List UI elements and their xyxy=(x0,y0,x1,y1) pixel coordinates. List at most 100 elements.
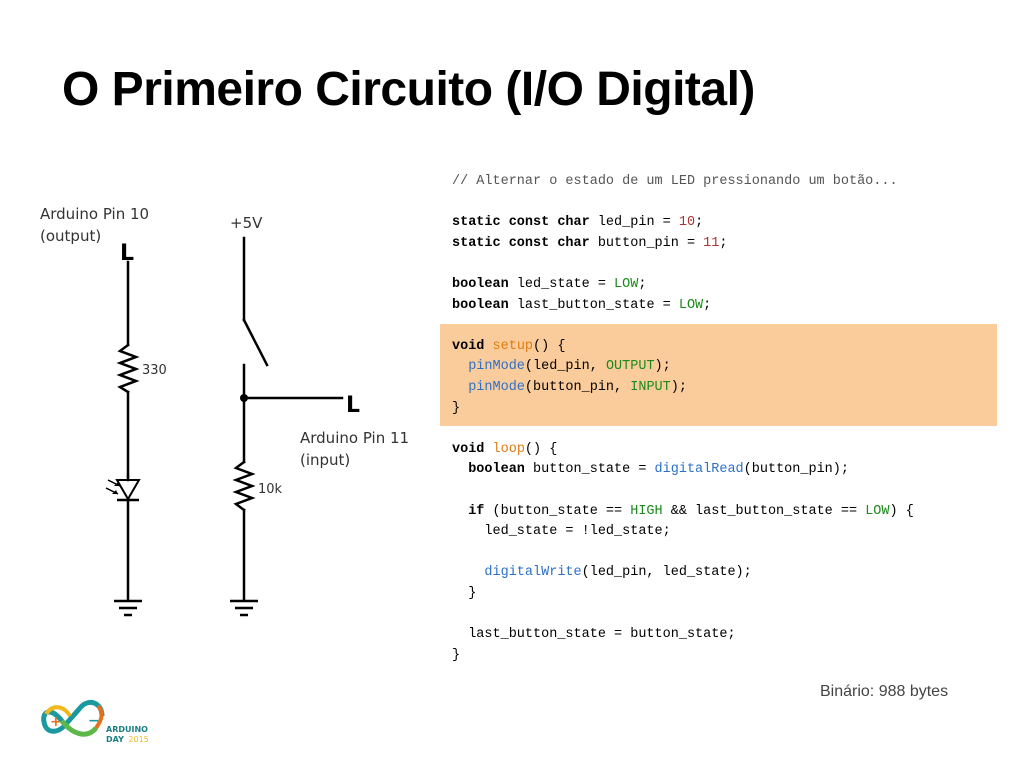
code-token: boolean xyxy=(468,462,525,478)
level-left-label: L xyxy=(120,241,134,266)
label-r2: 10k xyxy=(258,482,283,497)
svg-text:DAY 2015: DAY 2015 xyxy=(106,735,149,744)
code-token xyxy=(452,462,468,477)
code-token: LOW xyxy=(865,503,890,519)
code-token: last_button_state = button_state; xyxy=(452,627,736,643)
code-token: led_state = xyxy=(508,276,615,292)
code-token: ; xyxy=(638,276,647,292)
code-token: void xyxy=(452,441,485,457)
code-token: pinMode xyxy=(468,359,525,375)
code-block: // Alternar o estado de um LED pressiona… xyxy=(452,172,914,666)
code-line: led_state = !led_state; xyxy=(452,522,914,543)
code-token: 11 xyxy=(703,235,720,251)
code-line: } xyxy=(452,646,914,667)
switch-lever xyxy=(242,318,269,367)
code-token: led_state = !led_state; xyxy=(452,524,671,540)
label-input: (input) xyxy=(300,451,350,469)
code-line: void loop() { xyxy=(452,440,914,461)
code-token: last_button_state = xyxy=(508,297,679,313)
code-token xyxy=(452,359,468,374)
svg-text:−: − xyxy=(88,713,100,729)
slide-title: O Primeiro Circuito (I/O Digital) xyxy=(62,63,755,116)
code-token: button_pin = xyxy=(589,235,704,251)
code-line: if (button_state == HIGH && last_button_… xyxy=(452,502,914,523)
code-token: HIGH xyxy=(630,503,663,519)
code-token xyxy=(452,565,484,580)
logo-text-year: 2015 xyxy=(128,735,148,744)
binary-size-label: Binário: 988 bytes xyxy=(820,683,949,700)
resistor-330 xyxy=(116,343,140,394)
code-token: } xyxy=(452,585,477,601)
code-line: boolean button_state = digitalRead(butto… xyxy=(452,460,914,481)
code-line xyxy=(452,193,914,214)
junction-dot xyxy=(240,394,248,402)
code-token: static const char xyxy=(452,235,590,251)
code-line: boolean led_state = LOW; xyxy=(452,275,914,296)
code-token: setup xyxy=(492,338,534,354)
code-token: button_state = xyxy=(524,462,655,478)
code-token: } xyxy=(452,400,461,416)
ground-right xyxy=(230,599,258,617)
code-token: () { xyxy=(533,338,566,354)
code-token: loop xyxy=(492,441,525,457)
code-line: pinMode(led_pin, OUTPUT); xyxy=(452,357,914,378)
code-token xyxy=(452,380,468,395)
circuit-schematic: Arduino Pin 10 (output) L +5V 330 10k L … xyxy=(40,205,409,617)
code-token: 10 xyxy=(678,215,696,231)
code-line: static const char button_pin = 11; xyxy=(452,234,914,255)
code-line xyxy=(452,316,914,337)
code-token: LOW xyxy=(678,297,704,313)
code-line: } xyxy=(452,584,914,605)
code-line xyxy=(452,254,914,275)
label-supply: +5V xyxy=(230,214,263,232)
code-token: ); xyxy=(670,379,687,395)
resistor-10k xyxy=(232,460,256,512)
code-line xyxy=(452,543,914,564)
code-line: boolean last_button_state = LOW; xyxy=(452,296,914,317)
code-token: if xyxy=(468,503,485,519)
code-token: () { xyxy=(524,441,558,457)
arduino-day-logo: + − ARDUINO DAY 2015 xyxy=(41,699,149,744)
label-r1: 330 xyxy=(142,363,167,378)
code-token: ); xyxy=(654,359,671,375)
code-line: void setup() { xyxy=(452,337,914,358)
code-token: digitalWrite xyxy=(484,565,582,581)
code-token: // Alternar o estado de um LED pressiona… xyxy=(452,174,898,189)
label-pin11: Arduino Pin 11 xyxy=(300,429,409,447)
code-token: (led_pin, led_state); xyxy=(581,565,752,581)
code-line xyxy=(452,604,914,625)
code-token: (button_pin); xyxy=(743,462,849,478)
code-token xyxy=(452,504,468,519)
code-token: digitalRead xyxy=(654,462,744,478)
code-line: digitalWrite(led_pin, led_state); xyxy=(452,563,914,584)
code-token: && last_button_state == xyxy=(662,503,866,519)
code-line xyxy=(452,481,914,502)
code-token: LOW xyxy=(614,276,639,292)
logo-text-arduino: ARDUINO xyxy=(106,725,148,734)
code-line: last_button_state = button_state; xyxy=(452,625,914,646)
code-token: (led_pin, xyxy=(524,359,606,375)
led-symbol xyxy=(105,479,141,502)
code-token: boolean xyxy=(452,297,509,313)
code-token: } xyxy=(452,647,461,663)
code-line xyxy=(452,419,914,440)
setup-highlight xyxy=(440,324,997,426)
code-token: ; xyxy=(703,297,712,313)
svg-text:+: + xyxy=(50,714,62,730)
code-token: (button_pin, xyxy=(524,379,631,395)
code-token: pinMode xyxy=(468,379,525,395)
code-line: static const char led_pin = 10; xyxy=(452,213,914,234)
code-token: led_pin = xyxy=(589,215,679,231)
level-right-label: L xyxy=(346,393,360,418)
code-token: static const char xyxy=(452,215,590,231)
code-token: ) { xyxy=(889,503,914,519)
code-token: void xyxy=(452,338,485,354)
code-token: boolean xyxy=(452,276,509,292)
code-token: ; xyxy=(719,235,728,251)
code-line: pinMode(button_pin, INPUT); xyxy=(452,378,914,399)
code-token: ; xyxy=(695,215,704,231)
ground-left xyxy=(114,599,142,617)
code-token: (button_state == xyxy=(484,503,631,519)
label-pin10: Arduino Pin 10 xyxy=(40,205,149,223)
code-token xyxy=(484,442,492,457)
